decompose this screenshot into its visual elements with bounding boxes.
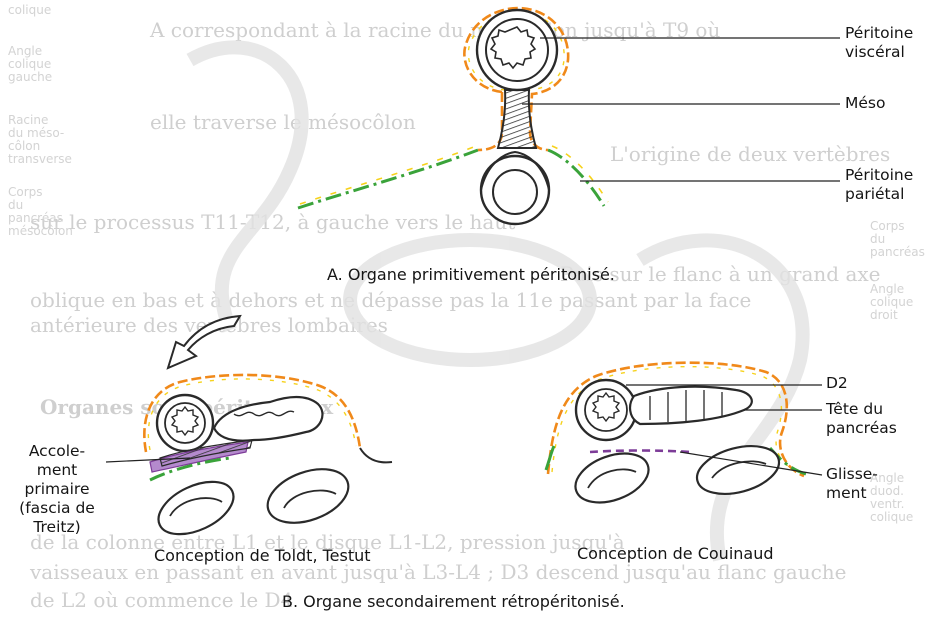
rotation-arrow — [168, 316, 240, 368]
organ-a-diagram — [298, 8, 840, 224]
label-peritoine-visceral: Péritoine viscéral — [845, 24, 913, 62]
couinaud-kidney-right — [692, 438, 785, 502]
couinaud-kidney-left — [569, 444, 655, 511]
label-accolement: Accole- ment primaire (fascia de Treitz) — [8, 442, 106, 537]
parietal-peritoneum-line — [298, 146, 608, 208]
caption-organe-b: B. Organe secondairement rétropéritonisé… — [282, 592, 625, 611]
couinaud-pancreas-head — [630, 387, 752, 424]
caption-couinaud: Conception de Couinaud — [577, 544, 774, 563]
caption-toldt: Conception de Toldt, Testut — [154, 546, 371, 565]
couinaud-glissement-line — [590, 451, 690, 453]
toldt-kidney-left — [150, 471, 241, 545]
toldt-kidney-right — [260, 459, 355, 533]
label-tete-pancreas: Tête du pancréas — [826, 400, 897, 438]
label-meso: Méso — [845, 94, 885, 113]
meso-stalk — [498, 90, 536, 148]
couinaud-diagram — [546, 363, 822, 512]
label-glissement: Glisse- ment — [826, 465, 878, 503]
toldt-diagram — [106, 316, 392, 545]
label-d2: D2 — [826, 374, 848, 393]
caption-organe-a: A. Organe primitivement péritonisé. — [327, 265, 615, 284]
toldt-pancreas — [214, 397, 322, 441]
label-peritoine-parietal: Péritoine pariétal — [845, 166, 913, 204]
